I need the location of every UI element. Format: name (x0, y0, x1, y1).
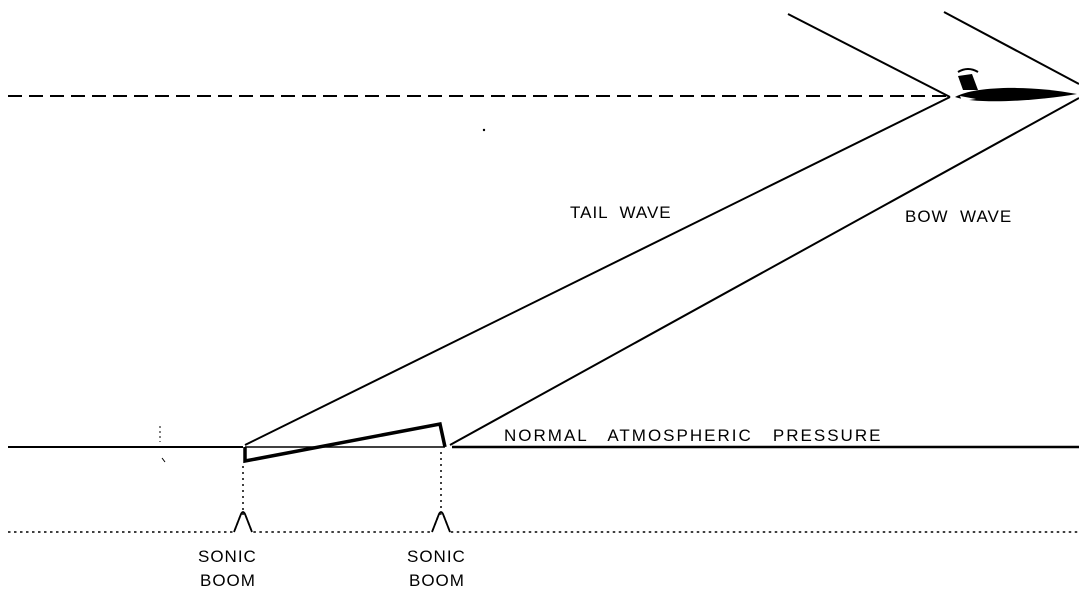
sonic-boom-spike-2 (431, 511, 451, 533)
speck (482, 128, 486, 132)
tail-wave-label: TAIL WAVE (570, 203, 672, 222)
tick-mark-dot (161, 457, 166, 463)
tail-shock-upper-line (787, 13, 951, 98)
supersonic-aircraft-icon (955, 68, 1077, 102)
bow-wave-label: BOW WAVE (905, 207, 1012, 226)
n-wave-signature (243, 421, 447, 464)
sonic-boom-label-1-line2: BOOM (200, 571, 256, 590)
sonic-boom-label-2-line1: SONIC (407, 547, 466, 566)
sonic-boom-label-1-line1: SONIC (198, 547, 257, 566)
bow-shock-upper-line (943, 11, 1079, 85)
boom-trace-line (8, 513, 1079, 533)
bow-wave-line (449, 97, 1079, 446)
tail-wave-line (244, 96, 951, 446)
sonic-boom-spike-1 (233, 511, 253, 533)
normal-atmospheric-pressure-label: NORMAL ATMOSPHERIC PRESSURE (504, 426, 882, 445)
sonic-boom-label-2-line2: BOOM (409, 571, 465, 590)
